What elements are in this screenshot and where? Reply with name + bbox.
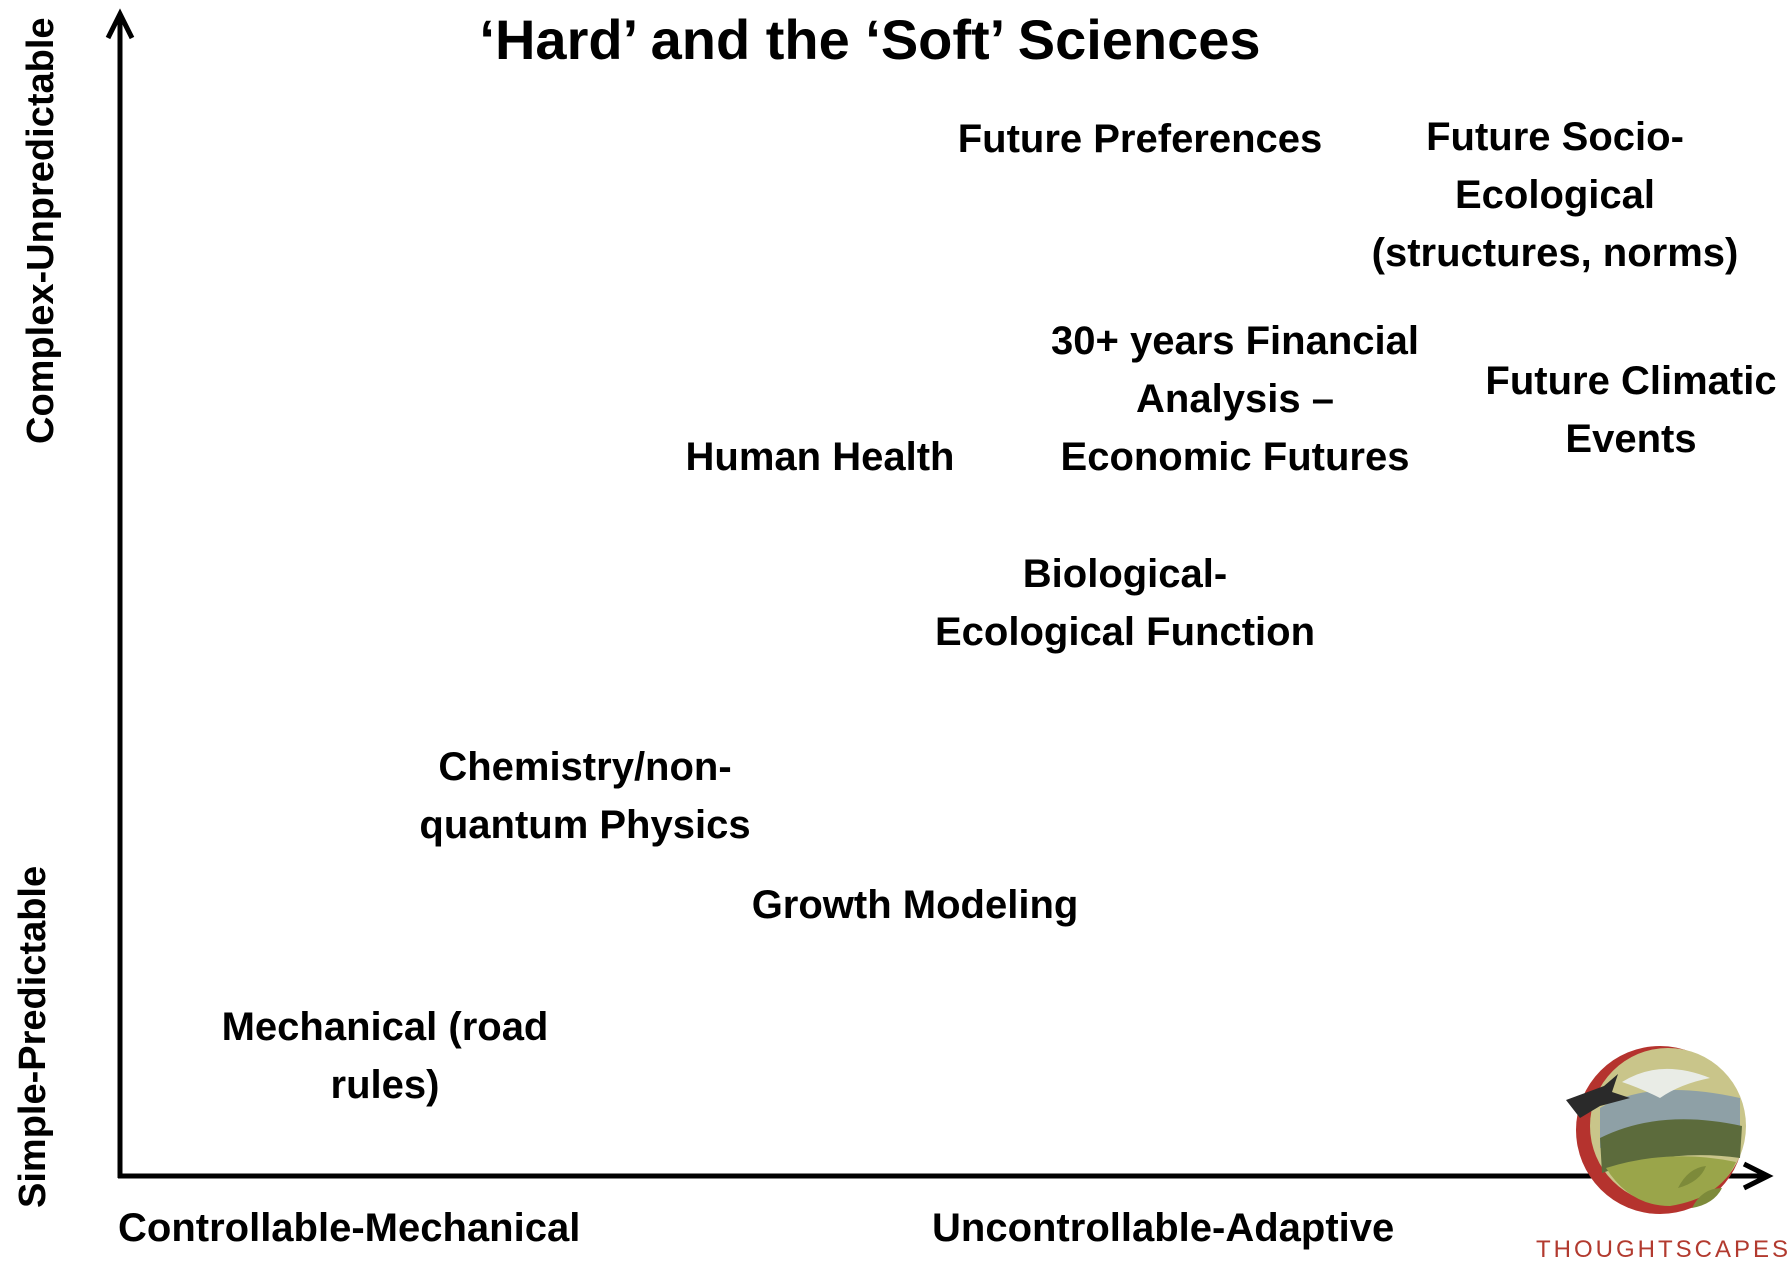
item-future-climatic-events: Future Climatic Events [1466,352,1788,468]
x-axis-right-label: Uncontrollable-Adaptive [932,1206,1395,1250]
item-line: Biological- [1022,552,1228,596]
item-line: Growth Modeling [751,883,1079,927]
item-line: Events [1565,417,1697,461]
item-line: Future Preferences [957,117,1323,161]
item-line: Mechanical (road [221,1005,549,1049]
item-chemistry-physics: Chemistry/non- quantum Physics [400,738,770,854]
thoughtscapes-logo-icon [1566,1046,1746,1214]
y-axis-top-label: Complex-Unpredictable [20,17,62,444]
item-line: Economic Futures [1060,435,1410,479]
item-line: (structures, norms) [1371,231,1739,275]
item-line: Ecological Function [934,610,1316,654]
item-line: Chemistry/non- [438,745,732,789]
item-line: Future Socio- [1426,115,1684,159]
item-growth-modeling: Growth Modeling [720,876,1110,934]
diagram-title: ‘Hard’ and the ‘Soft’ Sciences [479,8,1261,71]
x-axis-left-label: Controllable-Mechanical [118,1206,581,1250]
y-axis-line [105,8,135,1178]
item-line: rules) [330,1063,440,1107]
x-axis-line [118,1161,1774,1191]
item-line: Ecological [1454,173,1656,217]
item-line: Human Health [685,435,955,479]
item-line: quantum Physics [419,803,751,847]
logo-brand-text: THOUGHTSCAPES [1536,1236,1788,1263]
item-line: Analysis – [1136,377,1334,421]
item-future-preferences: Future Preferences [940,110,1340,168]
item-biological-ecological: Biological- Ecological Function [920,545,1330,661]
item-financial-analysis: 30+ years Financial Analysis – Economic … [1030,312,1440,486]
item-mechanical: Mechanical (road rules) [200,998,570,1114]
item-line: Future Climatic [1485,359,1777,403]
item-future-socio-ecological: Future Socio- Ecological (structures, no… [1350,108,1760,282]
item-line: 30+ years Financial [1050,319,1419,363]
y-axis-bottom-label: Simple-Predictable [12,865,54,1208]
item-human-health: Human Health [660,428,980,486]
